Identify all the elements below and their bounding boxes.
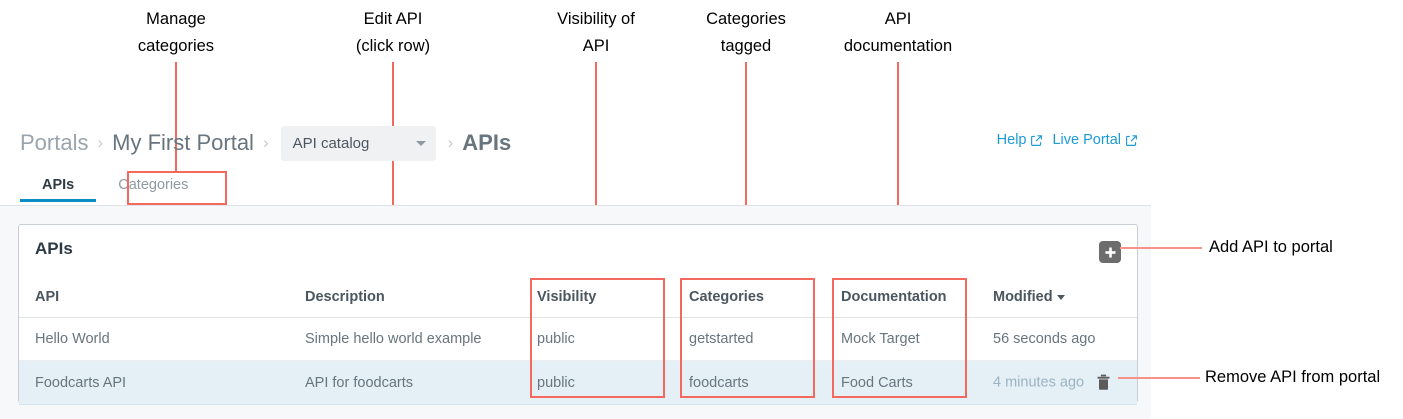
help-link[interactable]: Help <box>997 132 1044 148</box>
cell-visibility: public <box>521 317 673 361</box>
apis-table: API Description Visibility Categories Do… <box>19 281 1137 405</box>
breadcrumb-current-apis: APIs <box>462 130 512 155</box>
card-title: APIs <box>35 239 73 258</box>
breadcrumb-item-portals[interactable]: Portals <box>20 130 89 155</box>
tab-apis-label: APIs <box>42 177 75 193</box>
column-header-visibility[interactable]: Visibility <box>521 281 673 318</box>
tab-categories-label: Categories <box>118 177 189 193</box>
cell-documentation: Food Carts <box>825 360 977 405</box>
cell-categories: getstarted <box>673 317 825 361</box>
annotation-categories-tagged: Categories tagged <box>706 10 786 55</box>
breadcrumb: Portals › My First Portal › API catalog … <box>20 124 511 162</box>
tab-bar: APIs Categories <box>20 172 210 205</box>
remove-api-button[interactable] <box>1096 374 1111 391</box>
column-header-api[interactable]: API <box>19 281 289 318</box>
cell-description: Simple hello world example <box>289 317 521 361</box>
breadcrumb-separator-icon: › <box>262 133 269 152</box>
tab-categories[interactable]: Categories <box>96 172 210 202</box>
table-header-row: API Description Visibility Categories Do… <box>19 281 1137 318</box>
header-links: Help Live Portal <box>997 132 1138 148</box>
annotation-remove-api-from-portal: Remove API from portal <box>1205 368 1381 386</box>
api-catalog-select-value: API catalog <box>292 134 370 152</box>
breadcrumb-separator-icon: › <box>97 133 104 152</box>
cell-description: API for foodcarts <box>289 360 521 405</box>
external-link-icon <box>1030 134 1043 147</box>
sort-descending-icon <box>1056 294 1065 300</box>
leader-line-add-api <box>1120 247 1202 249</box>
leader-line-categories <box>745 62 747 279</box>
leader-line-visibility <box>595 62 597 279</box>
breadcrumb-separator-icon: › <box>447 133 454 152</box>
apis-card: APIs API Description Visibility Categori… <box>18 224 1138 405</box>
annotation-visibility-of-api: Visibility of API <box>557 10 635 55</box>
annotation-add-api-to-portal: Add API to portal <box>1209 238 1333 256</box>
help-link-label: Help <box>996 132 1027 148</box>
cell-modified-with-actions: 4 minutes ago <box>977 360 1137 405</box>
column-header-modified[interactable]: Modified <box>977 281 1137 318</box>
column-header-modified-label: Modified <box>993 289 1053 305</box>
leader-line-manage-categories <box>175 62 177 172</box>
column-header-documentation[interactable]: Documentation <box>825 281 977 318</box>
content-area: APIs API Description Visibility Categori… <box>0 205 1151 419</box>
breadcrumb-item-my-first-portal[interactable]: My First Portal <box>112 130 254 155</box>
table-row[interactable]: Foodcarts API API for foodcarts public f… <box>19 360 1137 405</box>
cell-modified: 56 seconds ago <box>977 317 1137 361</box>
column-header-categories[interactable]: Categories <box>673 281 825 318</box>
column-header-description[interactable]: Description <box>289 281 521 318</box>
chevron-down-icon <box>415 140 426 146</box>
annotation-edit-api: Edit API (click row) <box>355 10 431 55</box>
api-catalog-select[interactable]: API catalog <box>280 125 436 161</box>
annotation-api-documentation: API documentation <box>843 10 953 55</box>
leader-line-remove-api <box>1118 377 1200 379</box>
plus-icon <box>1104 246 1117 259</box>
live-portal-link[interactable]: Live Portal <box>1052 132 1138 148</box>
cell-modified: 4 minutes ago <box>993 374 1085 391</box>
cell-visibility: public <box>521 360 673 405</box>
cell-categories: foodcarts <box>673 360 825 405</box>
cell-api: Hello World <box>19 317 289 361</box>
leader-line-documentation <box>897 62 899 279</box>
tab-apis[interactable]: APIs <box>20 172 97 202</box>
cell-documentation: Mock Target <box>825 317 977 361</box>
annotation-manage-categories: Manage categories <box>137 10 215 55</box>
add-api-button[interactable] <box>1099 241 1121 263</box>
cell-api: Foodcarts API <box>19 360 289 405</box>
table-row[interactable]: Hello World Simple hello world example p… <box>19 317 1137 361</box>
live-portal-link-label: Live Portal <box>1052 132 1121 148</box>
external-link-icon <box>1125 134 1138 147</box>
